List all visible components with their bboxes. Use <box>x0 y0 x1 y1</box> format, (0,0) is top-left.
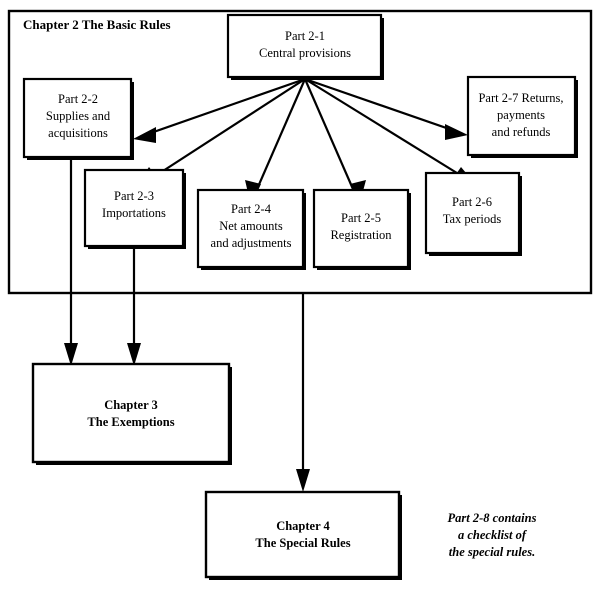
part-2-6-line-2: Tax periods <box>443 212 502 226</box>
part-2-4-line-3: and adjustments <box>211 236 292 250</box>
part-2-4-line-2: Net amounts <box>219 219 283 233</box>
part-2-2-line-1: Part 2-2 <box>58 92 98 106</box>
chapter-3-line-2: The Exemptions <box>87 415 174 429</box>
part-2-5-line-1: Part 2-5 <box>341 211 381 225</box>
note-line-1: Part 2-8 contains <box>448 511 537 525</box>
part-2-1-line-2: Central provisions <box>259 46 351 60</box>
part-2-7-line-3: and refunds <box>492 125 551 139</box>
part-2-2-line-2: Supplies and <box>46 109 111 123</box>
node-chapter-3: Chapter 3 The Exemptions <box>31 362 232 465</box>
node-part-2-7: Part 2-7 Returns, payments and refunds <box>466 75 578 158</box>
note-line-2: a checklist of <box>458 528 528 542</box>
node-part-2-3: Part 2-3 Importations <box>83 168 186 249</box>
chapter-2-title: Chapter 2 The Basic Rules <box>23 17 171 32</box>
chapter-4-line-2: The Special Rules <box>255 536 350 550</box>
edge-2-1-to-2-2 <box>133 77 306 143</box>
node-part-2-2: Part 2-2 Supplies and acquisitions <box>22 77 134 160</box>
chapter-4-line-1: Chapter 4 <box>276 519 330 533</box>
part-2-7-line-2: payments <box>497 108 545 122</box>
chapter-3-line-1: Chapter 3 <box>104 398 158 412</box>
edge-2-1-to-2-7 <box>304 77 468 140</box>
node-part-2-5: Part 2-5 Registration <box>312 188 411 270</box>
part-2-8-note: Part 2-8 contains a checklist of the spe… <box>448 511 537 559</box>
part-2-2-line-3: acquisitions <box>48 126 108 140</box>
part-2-4-line-1: Part 2-4 <box>231 202 272 216</box>
part-2-3-line-1: Part 2-3 <box>114 189 154 203</box>
part-2-7-line-1: Part 2-7 Returns, <box>478 91 563 105</box>
note-line-3: the special rules. <box>449 545 535 559</box>
node-part-2-1: Part 2-1 Central provisions <box>226 13 384 80</box>
node-chapter-4: Chapter 4 The Special Rules <box>204 490 402 580</box>
edge-chapter-2-to-chapter-4 <box>296 293 310 492</box>
part-2-5-line-2: Registration <box>330 228 392 242</box>
part-2-3-line-2: Importations <box>102 206 166 220</box>
edge-2-2-to-chapter-3 <box>64 157 78 366</box>
edge-2-3-to-chapter-3 <box>127 246 141 366</box>
part-2-1-line-1: Part 2-1 <box>285 29 325 43</box>
node-part-2-6: Part 2-6 Tax periods <box>424 171 522 256</box>
node-part-2-4: Part 2-4 Net amounts and adjustments <box>196 188 306 270</box>
part-2-6-line-1: Part 2-6 <box>452 195 492 209</box>
